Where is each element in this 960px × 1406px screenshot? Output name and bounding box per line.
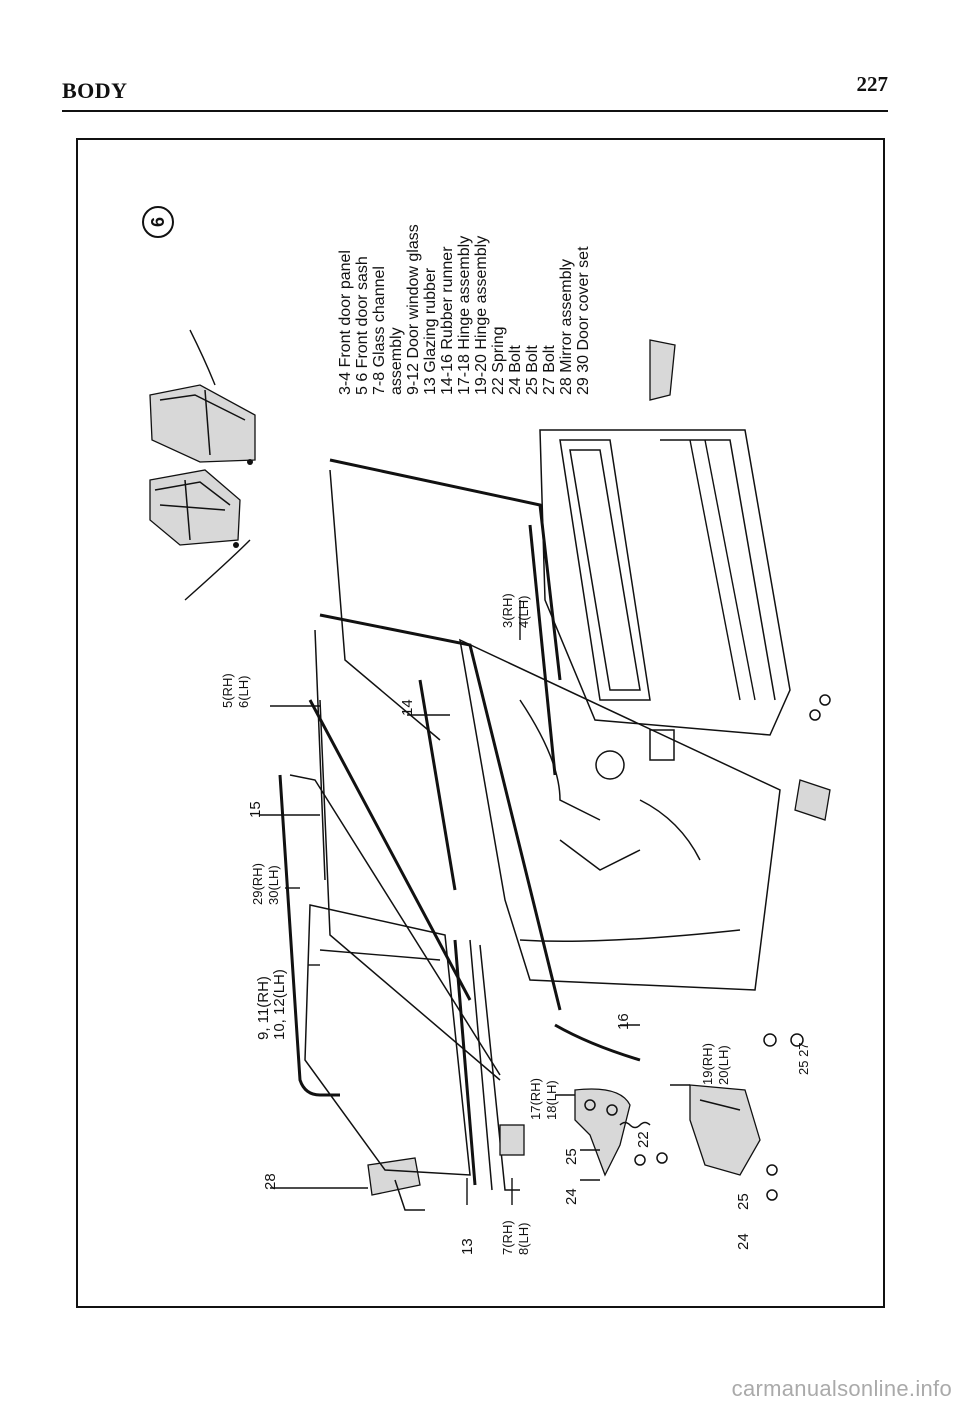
bolt-icon [819,694,831,706]
fasteners-illustration [619,339,831,1201]
callout-14: 14 [399,699,416,716]
callout-24: 24 [563,1188,580,1205]
outer-door-panel-illustration [539,429,791,736]
legend-line-13: 27 Bolt [541,345,558,395]
callout-30-lh: 30(LH) [266,865,281,905]
bolt-24b-icon [766,1164,778,1176]
callout-22: 22 [635,1131,652,1148]
callout-17-rh: 17(RH) [528,1078,543,1120]
callout-10-12-lh: 10, 12(LH) [271,969,288,1040]
inner-door-panel-illustration [459,638,781,991]
callout-20-lh: 20(LH) [716,1045,731,1085]
callout-7-rh: 7(RH) [500,1220,515,1255]
callout-5-rh: 5(RH) [220,673,235,708]
legend-line-2: 5 6 Front door sash [354,256,371,395]
figure-number-circle [142,206,174,238]
callout-25: 25 [563,1148,580,1165]
callout-25-27: 25 27 [796,1042,811,1075]
callout-28: 28 [262,1173,279,1190]
header-rule [62,110,888,112]
callout-4-lh: 4(LH) [516,595,531,628]
parts-legend: 3-4 Front door panel 5 6 Front door sash… [337,224,592,395]
watermark: carmanualsonline.info [731,1376,952,1401]
spring-icon [619,1121,651,1129]
leader-lines [260,600,690,1205]
legend-line-12: 25 Bolt [524,345,541,395]
door-window-glass-illustration [304,904,471,1176]
page-header: BODY 227 [62,72,888,110]
legend-line-3: 7-8 Glass channel [371,266,388,395]
figure-number-badge: 6 [142,206,174,238]
legend-line-8: 17-18 Hinge assembly [456,236,473,395]
hinge-17-18-illustration [574,1088,631,1177]
legend-line-5: 9-12 Door window glass [405,224,422,395]
bolt-icon [809,709,821,721]
callout-8-lh: 8(LH) [516,1222,531,1255]
legend-line-14: 28 Mirror assembly [558,259,575,395]
legend-line-10: 22 Spring [490,327,507,396]
door-sash-frames [278,458,562,1097]
handle-icon [649,339,676,401]
figure-number: 6 [148,217,168,227]
section-title: BODY [62,78,128,103]
page-number: 227 [856,72,889,96]
callout-16: 16 [615,1013,632,1030]
figure-frame [76,138,885,1308]
bolt-27-icon [790,1033,804,1047]
legend-line-6: 13 Glazing rubber [422,267,439,395]
hinge-19-20-illustration [689,1084,761,1176]
mirror-assembly-illustration [367,1157,425,1211]
callout-19-rh: 19(RH) [700,1043,715,1085]
callout-13: 13 [459,1238,476,1255]
callout-15: 15 [247,801,264,818]
legend-line-9: 19-20 Hinge assembly [473,236,490,395]
door-cover-set-illustration [149,329,256,601]
legend-line-15: 29 30 Door cover set [575,246,592,395]
bracket-icon [794,779,831,821]
callout-6-lh: 6(LH) [236,675,251,708]
legend-line-1: 3-4 Front door panel [337,250,354,395]
bolt-24-icon [656,1152,668,1164]
callout-3-rh: 3(RH) [500,593,515,628]
bolt-25b-icon [766,1189,778,1201]
bolt-25-icon [763,1033,777,1047]
callout-25b: 25 [735,1193,752,1210]
legend-line-11: 24 Bolt [507,345,524,395]
bolt-25-icon [634,1154,646,1166]
legend-line-7: 14-16 Rubber runner [439,246,456,395]
glass-channel-illustration [453,939,525,1191]
callout-18-lh: 18(LH) [544,1080,559,1120]
callout-24b: 24 [735,1233,752,1250]
callout-29-rh: 29(RH) [250,863,265,905]
callout-9-11-rh: 9, 11(RH) [255,976,272,1040]
legend-line-4: assembly [388,327,405,395]
